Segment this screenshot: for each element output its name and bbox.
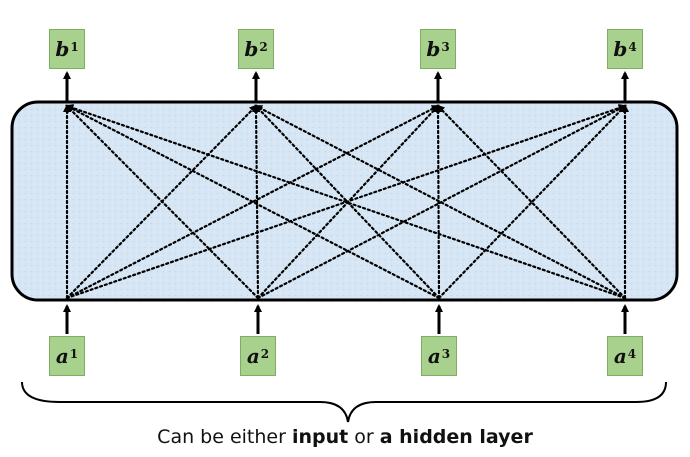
caption-input: input (291, 426, 349, 448)
connection-a4-to-b3 (436, 104, 627, 300)
input-arrows (63, 304, 629, 334)
output-arrows (63, 71, 629, 101)
connection-a2-to-b1 (65, 104, 260, 300)
attention-connections (63, 104, 629, 300)
connection-a4-to-b1 (65, 104, 627, 300)
connection-a3-to-b2 (254, 104, 441, 300)
caption: Can be either input or a hidden layer (157, 426, 533, 448)
connection-a4-to-b2 (254, 104, 627, 300)
caption-hidden-layer: a hidden layer (379, 426, 533, 448)
connection-a2-to-b2 (252, 104, 261, 300)
grouping-brace (21, 381, 667, 423)
connection-a3-to-b1 (65, 104, 441, 300)
connection-a1-to-b3 (65, 104, 440, 300)
connection-a3-to-b4 (437, 104, 627, 300)
